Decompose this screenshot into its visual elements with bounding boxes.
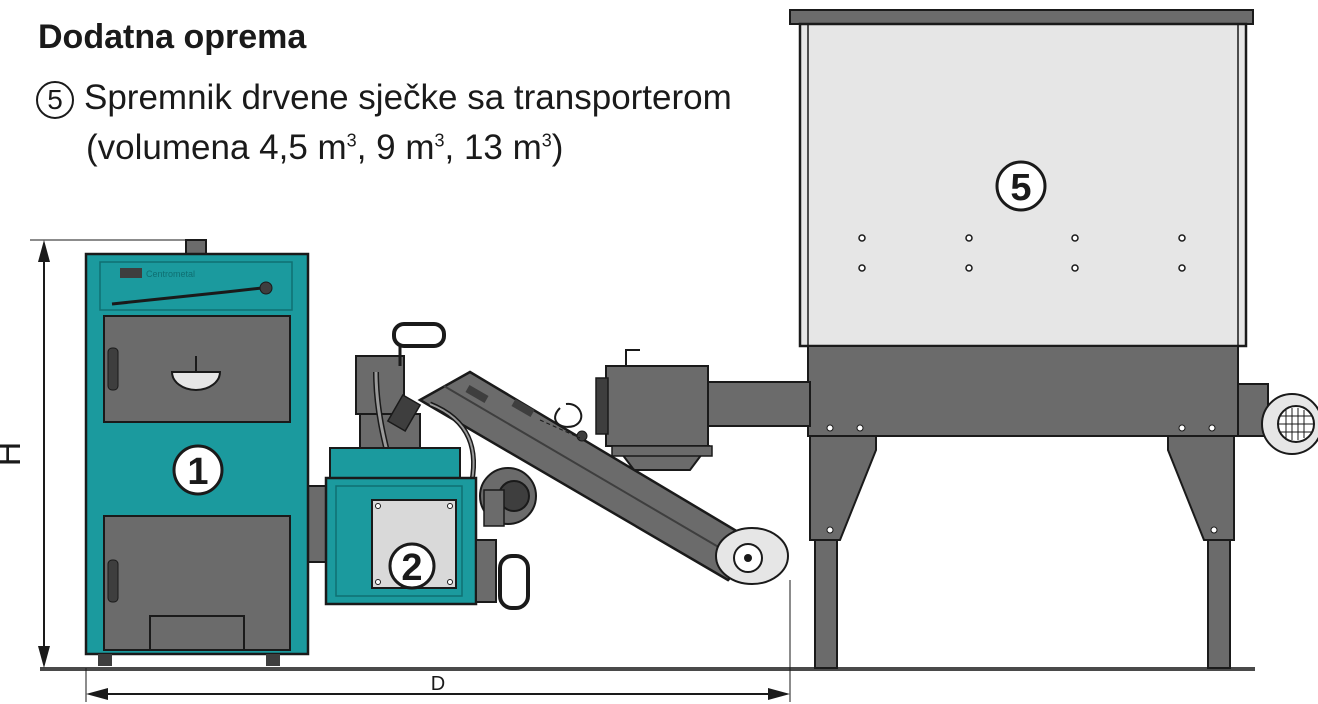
gear-motor-mount — [483, 489, 505, 527]
boiler-dial — [170, 371, 222, 391]
sensor — [576, 430, 588, 442]
chute-handle — [625, 349, 640, 366]
chute-flange — [595, 377, 609, 435]
ash-door — [149, 615, 245, 651]
dim-h-arrow-bottom — [38, 646, 50, 668]
burner-panel — [335, 485, 463, 597]
boiler-logo: Centrometal — [146, 269, 195, 279]
feeder-clamp — [386, 393, 422, 433]
rivet — [1071, 264, 1079, 272]
volume-suffix: ) — [551, 128, 564, 167]
right-leg — [1207, 539, 1231, 669]
sensor-cable — [554, 402, 583, 428]
volume-mid-2: , 13 m — [444, 128, 542, 167]
boiler-lever — [111, 286, 263, 306]
left-leg — [814, 539, 838, 669]
page-title: Dodatna oprema — [38, 18, 307, 56]
bolt — [826, 526, 834, 534]
conveyor-seam — [443, 385, 745, 563]
boiler-lever-knob — [259, 281, 273, 295]
burner: 2 — [293, 447, 530, 610]
boiler-label: 1 — [187, 451, 208, 493]
volume-sup-1: 3 — [346, 130, 357, 151]
control-box-screws — [375, 503, 453, 585]
burner-fan-handle — [498, 554, 530, 610]
item-volume: (volumena 4,5 m3, 9 m3, 13 m3) — [86, 128, 563, 168]
rivet — [1178, 264, 1186, 272]
bolt — [1178, 424, 1186, 432]
hopper: 5 — [789, 9, 1318, 669]
dim-h-label: H — [0, 442, 28, 467]
rivet — [858, 234, 866, 242]
inclined-conveyor — [417, 370, 789, 585]
bolt — [1210, 526, 1218, 534]
tube-connector — [511, 399, 535, 417]
boiler-logo-box — [120, 268, 142, 278]
volume-sup-3: 3 — [541, 130, 552, 151]
burner-top — [329, 447, 461, 481]
volume-mid-1: , 9 m — [356, 128, 435, 167]
hopper-base — [807, 345, 1239, 437]
drop-chute — [595, 349, 713, 471]
dim-d-arrow-left — [86, 688, 108, 700]
rivet — [1071, 234, 1079, 242]
volume-sup-2: 3 — [434, 130, 445, 151]
sensor-lead — [539, 419, 581, 439]
volume-prefix: (volumena 4,5 m — [86, 128, 347, 167]
boiler-label-circle — [172, 444, 224, 496]
item-description: Spremnik drvene sječke sa transporterom — [84, 78, 732, 117]
bolt — [856, 424, 864, 432]
bolt — [1208, 424, 1216, 432]
right-leg-bracket — [1167, 435, 1235, 541]
rivet — [1178, 234, 1186, 242]
boiler-foot-left — [98, 654, 112, 666]
dimension-height: H — [0, 239, 188, 668]
dim-d-arrow-right — [768, 688, 790, 700]
hopper-lid — [789, 9, 1254, 25]
burner-label: 2 — [401, 547, 422, 589]
rivet — [965, 264, 973, 272]
hopper-label: 5 — [1010, 167, 1031, 209]
rivet — [965, 234, 973, 242]
item-number-badge: 5 — [36, 81, 74, 119]
left-leg-bracket — [809, 435, 877, 541]
hopper-rivets — [858, 234, 1186, 272]
boiler-foot-right — [266, 654, 280, 666]
dim-d-label: D — [431, 673, 445, 695]
lower-door-handle — [107, 559, 119, 603]
rivet — [858, 264, 866, 272]
dim-h-arrow-top — [38, 240, 50, 262]
horizontal-conveyor — [705, 381, 811, 427]
tube-connector — [465, 385, 489, 403]
chute-rim — [611, 445, 713, 457]
bolt — [826, 424, 834, 432]
boiler: Centrometal 1 — [84, 239, 310, 666]
burner-fan-mount — [475, 539, 497, 603]
base-bolts — [826, 424, 1216, 432]
hopper-label-circle — [995, 160, 1047, 212]
conveyor-end-bolt — [744, 554, 752, 562]
chute-box — [605, 365, 709, 447]
dimension-depth: D — [85, 580, 791, 702]
feeder-handle — [392, 322, 446, 348]
burner-label-circle — [388, 542, 436, 590]
upper-door-handle — [107, 347, 119, 391]
fan-grille-lines — [1279, 408, 1313, 440]
